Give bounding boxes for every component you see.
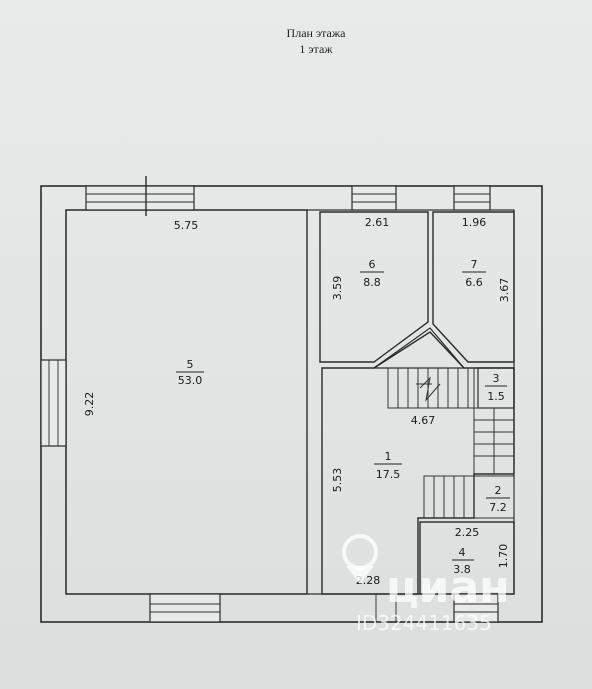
- room-7-area: 6.6: [465, 276, 483, 289]
- watermark-brand: циан: [386, 562, 510, 613]
- room-5-number: 5: [187, 358, 194, 371]
- room-7-number: 7: [471, 258, 478, 271]
- room-1-width: 4.67: [411, 414, 436, 427]
- stairs-upper: [387, 367, 475, 409]
- room-2-area: 7.2: [489, 501, 507, 514]
- plan-subtitle: 1 этаж: [299, 42, 333, 56]
- cian-logo-icon: [342, 534, 378, 570]
- room-6-number: 6: [369, 258, 376, 271]
- room-1-number: 1: [385, 450, 392, 463]
- outer-wall-outer: [40, 185, 543, 623]
- watermark-id: ID324411635: [356, 611, 492, 635]
- stairs-side: [473, 407, 515, 475]
- room-1-area: 17.5: [376, 468, 401, 481]
- window-top-left: [85, 185, 195, 211]
- room-6: [319, 211, 429, 363]
- room-4-area: 3.8: [453, 563, 471, 576]
- outer-wall-inner: [65, 209, 515, 595]
- room-7-width: 1.96: [462, 216, 487, 229]
- room-3-area: 1.5: [487, 390, 505, 403]
- room-6-width: 2.61: [365, 216, 390, 229]
- room-2-number: 2: [495, 484, 502, 497]
- window-top-mid: [351, 185, 397, 211]
- cian-watermark: циан ID324411635: [342, 534, 510, 635]
- room-4-width: 2.25: [455, 526, 480, 539]
- room-5-width: 5.75: [174, 219, 199, 232]
- room-7: [432, 211, 515, 363]
- room-1-height: 5.53: [331, 468, 344, 493]
- room-5: [65, 209, 308, 595]
- room-6-area: 8.8: [363, 276, 381, 289]
- window-bottom: [149, 593, 221, 623]
- room-2: [423, 475, 515, 519]
- window-top-right: [453, 185, 491, 211]
- room-3-number: 3: [493, 372, 500, 385]
- window-left: [40, 359, 67, 447]
- room-7-height: 3.67: [498, 278, 511, 303]
- plan-title: План этажа: [286, 26, 346, 40]
- room-6-height: 3.59: [331, 276, 344, 301]
- room-5-area: 53.0: [178, 374, 203, 387]
- room-5-height: 9.22: [83, 392, 96, 417]
- room-4-height: 1.70: [497, 544, 510, 569]
- corridor-wedge: [372, 327, 466, 369]
- window-bottom-right: [453, 593, 499, 623]
- room-4-number: 4: [459, 546, 466, 559]
